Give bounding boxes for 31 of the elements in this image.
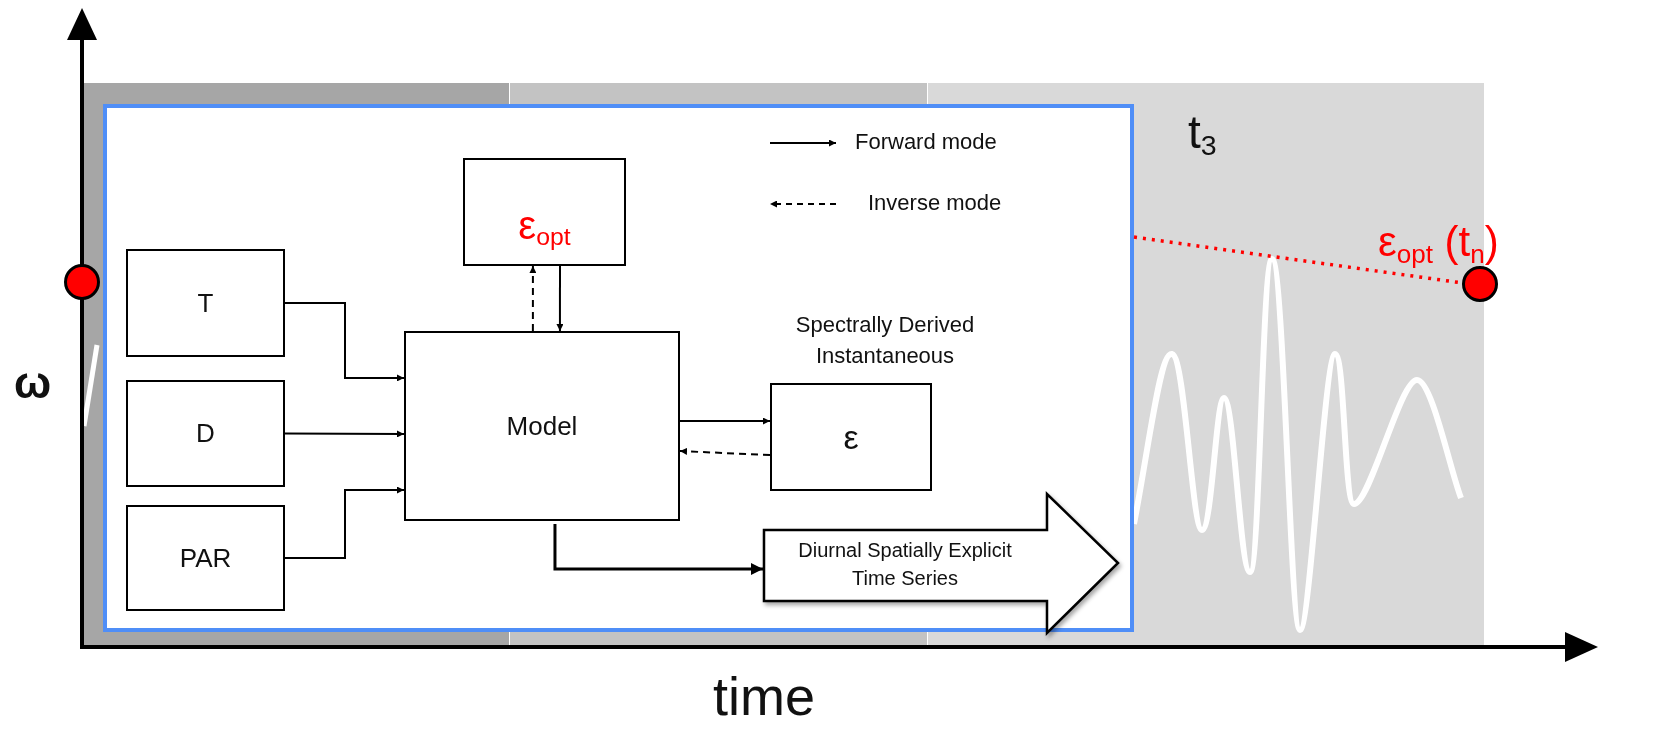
legend-label: Inverse mode — [868, 190, 1002, 216]
process-box — [126, 249, 285, 357]
arrow — [529, 265, 537, 332]
axis-label: ω — [14, 358, 52, 408]
arrow — [679, 417, 771, 425]
arrow — [284, 430, 405, 438]
box-label: ε — [843, 417, 859, 457]
output-arrow — [763, 493, 1120, 634]
process-box — [770, 383, 932, 491]
node-label: Spectrally Derived Instantaneous — [794, 311, 976, 370]
value-label: ε$_{opt}$ (t$_{n}$) — [1378, 218, 1499, 270]
arrow — [679, 447, 771, 457]
arrow — [556, 265, 564, 332]
box-label: Diurnal Spatially Explicit Time Series — [797, 537, 1013, 591]
legend-label: Forward mode — [855, 129, 997, 155]
process-box — [126, 505, 285, 611]
box-label: ε$_{opt}$ — [518, 202, 571, 252]
axis-label: time — [713, 665, 815, 727]
arrow — [553, 524, 763, 575]
box-label: PAR — [179, 542, 232, 574]
box-label: T — [197, 287, 214, 319]
data-point — [64, 264, 100, 300]
data-point — [1462, 266, 1498, 302]
process-box — [126, 380, 285, 487]
box-label: D — [196, 418, 215, 449]
process-box — [463, 158, 626, 266]
arrow — [284, 486, 405, 559]
band-label: t$_{3}$ — [1188, 105, 1217, 163]
arrow — [284, 302, 405, 382]
box-label: Model — [506, 410, 578, 442]
process-box — [404, 331, 680, 521]
